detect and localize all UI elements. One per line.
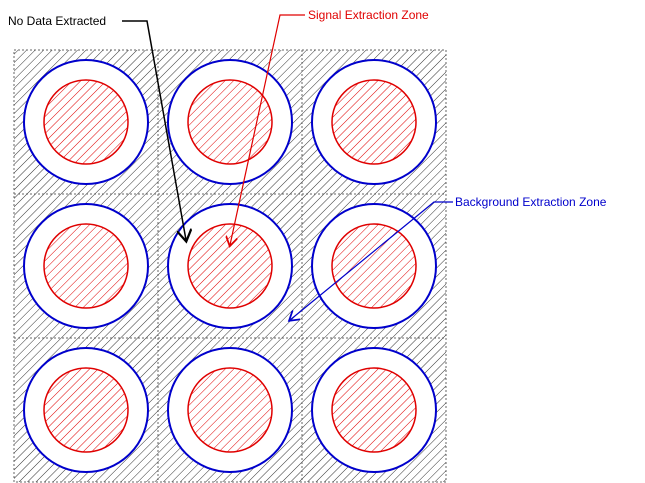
signal-zone-spot [331,223,417,309]
signal-zone-spot [43,79,129,165]
signal-zone-spot [187,223,273,309]
signal-zone-spot [43,223,129,309]
no-data-arrow [122,20,186,240]
signal-zone-arrow [230,14,305,245]
background-zone-arrow [290,201,453,320]
signal-zone-spot [43,367,129,453]
signal-zone-spot [187,367,273,453]
spot-grid [23,59,437,473]
no-data-label: No Data Extracted [8,14,106,28]
signal-zone-spot [331,79,417,165]
signal-zone-label: Signal Extraction Zone [308,8,429,22]
background-zone-label: Background Extraction Zone [455,195,607,209]
signal-zone-spot [331,367,417,453]
signal-zone-spot [187,79,273,165]
grid-lines [13,49,447,483]
